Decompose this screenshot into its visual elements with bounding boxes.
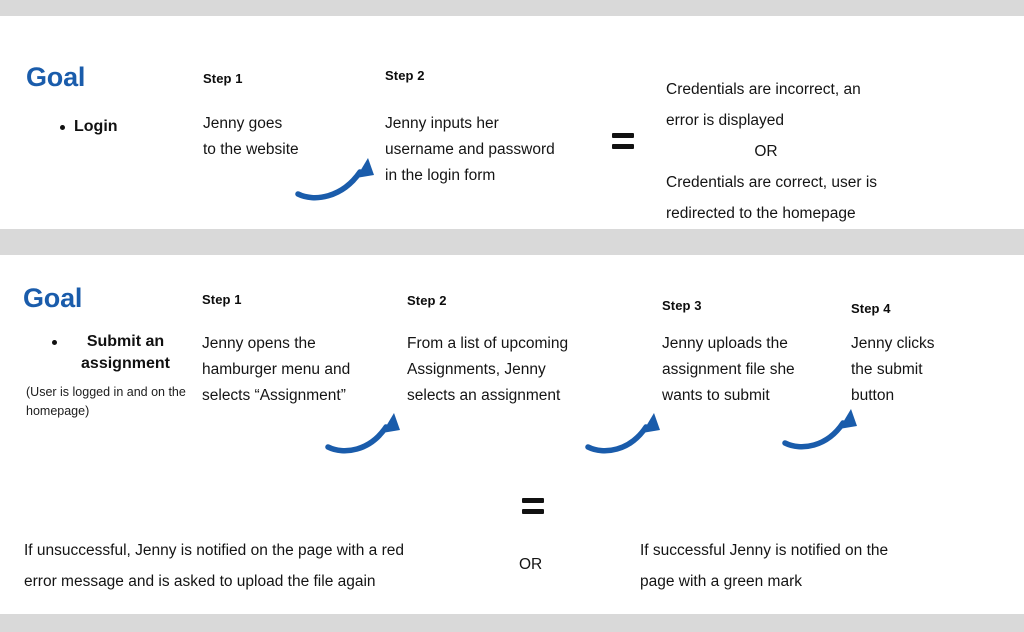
- outcome-failure-assignment: If unsuccessful, Jenny is notified on th…: [24, 535, 494, 597]
- goal-item-label: Submit an assignment: [81, 333, 170, 372]
- step-label-1-assignment: Step 1: [202, 292, 242, 307]
- curved-arrow-icon: [585, 413, 660, 454]
- step-label-3-assignment: Step 3: [662, 298, 702, 313]
- step-body-line: From a list of upcoming: [407, 335, 569, 352]
- goal-item-submit-assignment: Submit an assignment: [50, 331, 185, 375]
- step-label-4-assignment: Step 4: [851, 301, 891, 316]
- step-body-line: selects an assignment: [407, 387, 561, 404]
- step-body-line: Jenny uploads the: [662, 335, 788, 352]
- equals-icon-login: [612, 133, 634, 149]
- goal-heading-login: Goal: [26, 62, 86, 92]
- bottom-divider-band: [0, 614, 1024, 632]
- step-body-line: selects “Assignment”: [202, 387, 346, 404]
- step-body-line: username and password: [385, 141, 555, 158]
- equals-bar-bottom: [612, 144, 634, 149]
- outcome-line: redirected to the homepage: [666, 205, 856, 222]
- step-label-2-assignment: Step 2: [407, 293, 447, 308]
- outcome-line: If unsuccessful, Jenny is notified on th…: [24, 542, 404, 559]
- step-body-line: wants to submit: [662, 387, 770, 404]
- goal-list-login: Login: [58, 116, 188, 138]
- step-body-1-login: Jenny goes to the website: [203, 111, 383, 163]
- curved-arrow-icon: [325, 413, 400, 454]
- step-body-line: in the login form: [385, 167, 496, 184]
- step-body-line: button: [851, 387, 895, 404]
- step-body-line: Jenny goes: [203, 115, 283, 132]
- section-submit-assignment-flow: Goal Submit an assignment (User is logge…: [0, 255, 1024, 614]
- step-body-line: hamburger menu and: [202, 361, 351, 378]
- step-label-1-login: Step 1: [203, 71, 243, 86]
- goal-heading-assignment: Goal: [23, 283, 83, 313]
- outcome-line: If successful Jenny is notified on the: [640, 542, 889, 559]
- outcome-line: Credentials are incorrect, an: [666, 81, 861, 98]
- outcome-line: error is displayed: [666, 112, 785, 129]
- step-body-4-assignment: Jenny clicks the submit button: [851, 331, 1001, 409]
- top-divider-band: [0, 0, 1024, 16]
- outcome-success-login: Credentials are correct, user is redirec…: [666, 167, 1006, 229]
- step-body-line: Jenny inputs her: [385, 115, 499, 132]
- section-login-flow: Goal Login Step 1 Jenny goes to the webs…: [0, 16, 1024, 229]
- step-body-line: Assignments, Jenny: [407, 361, 546, 378]
- goal-item-login: Login: [58, 116, 188, 138]
- step-body-2-login: Jenny inputs her username and password i…: [385, 111, 615, 189]
- goal-list-assignment: Submit an assignment: [50, 331, 185, 375]
- equals-icon-assignment: [522, 498, 544, 514]
- goal-item-label: Login: [74, 118, 118, 135]
- step-body-line: Jenny clicks: [851, 335, 935, 352]
- step-label-2-login: Step 2: [385, 68, 425, 83]
- step-body-line: assignment file she: [662, 361, 795, 378]
- equals-bar-top: [612, 133, 634, 138]
- step-body-3-assignment: Jenny uploads the assignment file she wa…: [662, 331, 842, 409]
- step-body-line: the submit: [851, 361, 923, 378]
- outcome-separator-assignment: OR: [519, 556, 543, 573]
- middle-divider-band: [0, 229, 1024, 255]
- equals-bar-bottom: [522, 509, 544, 514]
- equals-bar-top: [522, 498, 544, 503]
- outcome-failure-login: Credentials are incorrect, an error is d…: [666, 74, 996, 136]
- outcome-line: error message and is asked to upload the…: [24, 573, 376, 590]
- outcome-line: page with a green mark: [640, 573, 802, 590]
- outcome-line: Credentials are correct, user is: [666, 174, 878, 191]
- step-body-1-assignment: Jenny opens the hamburger menu and selec…: [202, 331, 392, 409]
- goal-note-assignment: (User is logged in and on the homepage): [26, 385, 186, 418]
- step-body-line: Jenny opens the: [202, 335, 316, 352]
- outcome-separator-login: OR: [754, 143, 778, 160]
- step-body-2-assignment: From a list of upcoming Assignments, Jen…: [407, 331, 622, 409]
- step-body-line: to the website: [203, 141, 299, 158]
- outcome-success-assignment: If successful Jenny is notified on the p…: [640, 535, 970, 597]
